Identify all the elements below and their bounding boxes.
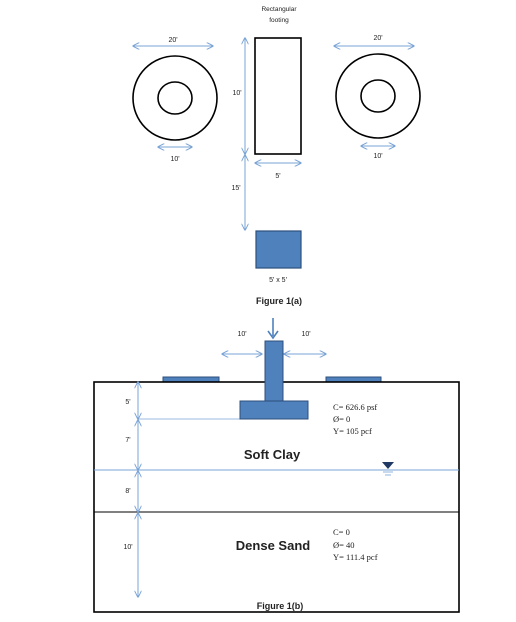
- figure-1a-caption: Figure 1(a): [256, 296, 302, 306]
- left-tank-inner-circle: [157, 81, 193, 115]
- dense-sand-label: Dense Sand: [236, 538, 310, 553]
- left-tank-inner-dimension: 10': [170, 156, 179, 163]
- figure-1a: Rectangular footing 20' 10' 20' 10' 10': [132, 6, 421, 306]
- rectangular-footing: 10' 5' 15': [231, 37, 302, 230]
- clay-unit-weight: Y= 105 pcf: [333, 426, 372, 436]
- right-tank: 20' 10': [334, 35, 421, 160]
- footing-label-line1: Rectangular: [261, 6, 297, 13]
- footing-width-dimension: 5': [275, 173, 280, 180]
- water-depth-dimension: 7': [125, 437, 130, 444]
- below-water-depth-dimension: 8': [125, 488, 130, 495]
- right-offset-dimension: 10': [301, 331, 310, 338]
- square-footing: 5' x 5': [255, 230, 302, 284]
- square-footing-block: [255, 230, 302, 269]
- square-footing-dimension: 5' x 5': [269, 277, 287, 284]
- figure-1b: 10' 10' 5' 7' 8' 10' Soft Clay Dense San…: [93, 318, 460, 613]
- right-tank-outer-circle: [335, 53, 421, 139]
- soft-clay-label: Soft Clay: [244, 447, 301, 462]
- footing-label-line2: footing: [269, 17, 289, 24]
- clay-cohesion: C= 626.6 psf: [333, 402, 377, 412]
- figure-1b-caption: Figure 1(b): [257, 601, 304, 611]
- load-arrow-head: [267, 330, 279, 340]
- column: [264, 340, 284, 402]
- left-tank-outer-circle: [132, 55, 218, 141]
- right-tank-inner-dimension: 10': [373, 153, 382, 160]
- left-tank-outer-dimension: 20': [168, 37, 177, 44]
- sand-unit-weight: Y= 111.4 pcf: [333, 552, 378, 562]
- spacing-dimension: 15': [231, 185, 240, 192]
- left-tank: 20' 10': [132, 37, 218, 163]
- footing-depth-dimension: 5': [125, 399, 130, 406]
- left-offset-dimension: 10': [237, 331, 246, 338]
- footing-length-dimension: 10': [232, 90, 241, 97]
- sand-cohesion: C= 0: [333, 527, 350, 537]
- sand-depth-dimension: 10': [123, 544, 132, 551]
- right-tank-inner-circle: [360, 79, 396, 113]
- sand-friction-angle: Ø= 40: [333, 540, 355, 550]
- water-table-icon: [382, 462, 394, 469]
- footing-base: [239, 400, 309, 420]
- rectangular-footing-outline: [254, 37, 302, 155]
- right-tank-outer-dimension: 20': [373, 35, 382, 42]
- clay-friction-angle: Ø= 0: [333, 414, 350, 424]
